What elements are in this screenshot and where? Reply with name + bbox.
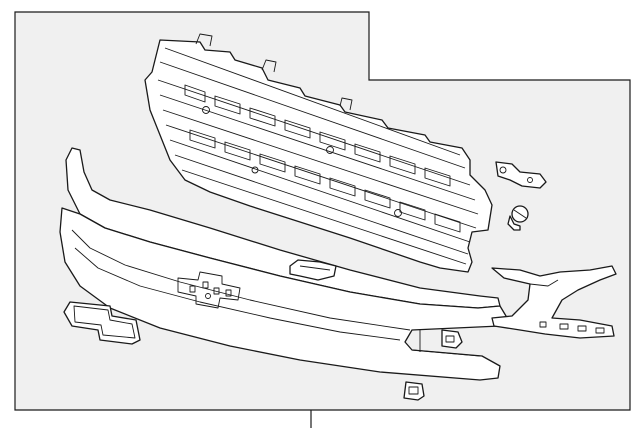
small-clip-2 [441, 329, 463, 349]
push-pin-fastener [507, 205, 529, 231]
grille-assembly [144, 33, 493, 273]
bowtie-emblem [63, 301, 141, 345]
grille-slots [184, 84, 461, 233]
retainer-clip [495, 161, 547, 189]
bezel-emblem-mount [177, 271, 241, 309]
lower-bezel-panel [59, 207, 507, 381]
small-clip-1 [289, 259, 337, 281]
small-clip-3 [403, 381, 425, 401]
side-support-bracket [491, 265, 617, 339]
